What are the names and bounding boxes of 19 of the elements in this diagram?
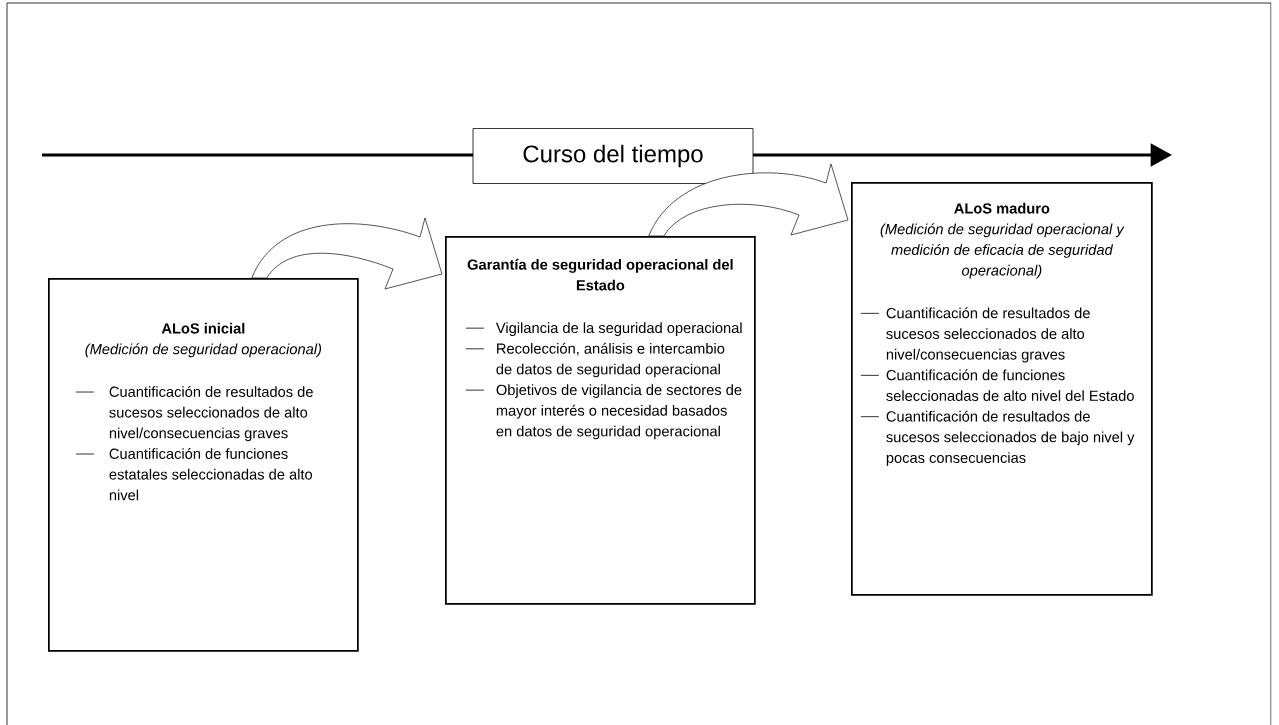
heading: Garantía de seguridad operacional del Estado <box>467 258 733 291</box>
subtitle: (Medición de seguridad operacional) <box>85 343 322 358</box>
curved-block-arrow <box>648 163 849 237</box>
heading: ALoS inicial <box>161 322 245 334</box>
list-item: Cuantificación de resultados de sucesos seleccionados de alto nivel/consecuencias graves <box>109 386 313 442</box>
list-item: Objetivos de vigilancia de sectores de mayor interés o necesidad basados en datos de seguridad operacional <box>496 384 742 440</box>
subtitle: (Medición de seguridad operacional y medición de eficacia de seguridad operacional) <box>880 223 1125 279</box>
list-item: Vigilancia de la seguridad operacional <box>495 322 742 336</box>
list-item: Recolección, análisis e intercambio de datos de seguridad operacional <box>496 342 725 378</box>
heading: ALoS maduro <box>954 202 1050 214</box>
time-label-box: Curso del tiempo <box>472 128 754 184</box>
list-item: Cuantificación de funciones seleccionadas de alto nivel del Estado <box>886 369 1134 401</box>
list-item: Cuantificación de resultados de sucesos seleccionados de bajo nivel y pocas consecuencias <box>886 410 1135 466</box>
stage-box <box>851 182 1153 596</box>
list-item: Cuantificación de funciones estatales seleccionadas de alto nivel <box>109 448 313 501</box>
stage-box <box>445 236 756 605</box>
stage-box <box>48 278 359 652</box>
curved-block-arrow <box>251 217 443 290</box>
list-item: Cuantificación de resultados de sucesos seleccionados de alto nivel/consecuencias graves <box>886 307 1090 363</box>
